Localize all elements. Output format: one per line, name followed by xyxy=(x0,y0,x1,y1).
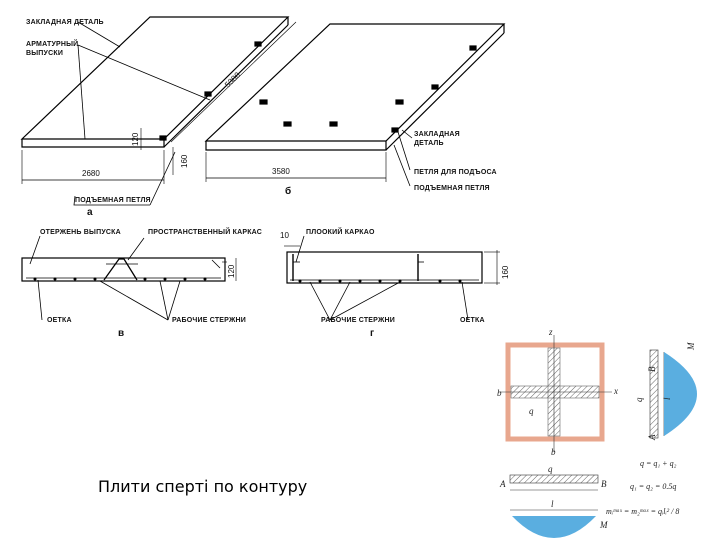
dim-cover-g: 10 xyxy=(280,231,289,240)
dim-thickness-a: 120 xyxy=(131,132,140,146)
axis-x-label: x xyxy=(613,386,618,396)
plate-plan-scheme xyxy=(500,335,612,452)
dim-height-v: 120 xyxy=(227,264,236,278)
figure-letter-a: а xyxy=(87,207,93,218)
label-lifting-loop-a: ПОДЪЕМНАЯ ПЕТЛЯ xyxy=(75,197,151,204)
label-mesh-v: ОЕТКА xyxy=(47,317,72,324)
formula-load-sum: q = q₁ + q₂ xyxy=(640,459,677,468)
figure-a-slab xyxy=(20,16,297,206)
formula-max-moment: mᵢᵐᵃˣ = m₂ᵐᵃˣ = qᵢlᵢ² / 8 xyxy=(606,507,679,516)
side-support-a: A xyxy=(647,434,657,441)
bottom-span-l: l xyxy=(551,499,554,509)
section-g-bars xyxy=(298,279,462,283)
slab-a-front-edge xyxy=(21,139,165,148)
section-g-outline xyxy=(286,251,483,284)
label-work-bars-v: РАБОЧИЕ СТЕРЖНИ xyxy=(172,317,246,324)
label-work-bars-g: РАБОЧИЕ СТЕРЖНИ xyxy=(321,317,395,324)
embedded-part-mark xyxy=(204,91,212,97)
figure-v-section xyxy=(21,235,237,321)
bottom-load-q1: q xyxy=(548,464,553,474)
label-embedded-part-b-1: ЗАКЛАДНАЯ xyxy=(414,131,460,138)
label-outlet-bar: ОТЕРЖЕНЬ ВЫПУСКА xyxy=(40,229,121,236)
lifting-loop-mark xyxy=(259,99,268,105)
label-spatial-cage: ПРОСТРАНСТВЕННЫЙ КАРКАС xyxy=(148,227,262,236)
label-flat-cage: ПЛООКИЙ КАРКАО xyxy=(306,227,375,236)
lifting-loop-mark xyxy=(329,121,338,127)
embedded-part-mark xyxy=(431,84,439,90)
figure-g-section xyxy=(284,235,500,321)
label-lifting-loop-b: ПОДЪЕМНАЯ ПЕТЛЯ xyxy=(414,185,490,192)
slab-b-top-face xyxy=(204,23,506,142)
lifting-loop-mark xyxy=(395,99,404,105)
section-v-bars xyxy=(33,277,207,281)
label-rebar-outlets-2: ВЫПУСКИ xyxy=(26,50,63,57)
load-q-label: q xyxy=(529,406,534,416)
strip-width-b-left: b xyxy=(497,388,502,398)
embedded-part-mark xyxy=(254,41,262,47)
side-beam-scheme xyxy=(649,349,697,439)
label-embedded-part: ЗАКЛАДНАЯ ДЕТАЛЬ xyxy=(26,19,104,26)
dim-height-g: 160 xyxy=(501,265,510,279)
slab-b-front-edge xyxy=(205,141,387,151)
side-span-l: l xyxy=(662,397,672,400)
moment-label-m2: M xyxy=(686,342,696,351)
figure-letter-g: г xyxy=(370,328,374,339)
support-a-label: A xyxy=(499,479,506,489)
spatial-cage xyxy=(103,258,138,281)
moment-diagram-bottom xyxy=(512,516,596,538)
embedded-part-mark xyxy=(391,127,399,133)
slab-a-side-edge xyxy=(163,24,289,148)
strip-width-b-bottom: b xyxy=(551,447,556,457)
label-hoist-loop: ПЕТЛЯ ДЛЯ ПОДЪОСА xyxy=(414,169,497,176)
dim-slab-width-b: 3580 xyxy=(272,167,290,176)
moment-label-m1: M xyxy=(599,520,608,530)
bottom-beam-scheme xyxy=(509,474,599,538)
label-mesh-g: ОЕТКА xyxy=(460,317,485,324)
slab-b-side-edge xyxy=(385,32,505,151)
moment-diagram-side xyxy=(664,352,697,436)
slab-a-top-face xyxy=(20,16,290,140)
figure-b-slab xyxy=(204,23,506,187)
lifting-loop-mark xyxy=(283,121,292,127)
embedded-part-mark xyxy=(469,45,477,51)
label-rebar-outlets-1: АРМАТУРНЫЙ xyxy=(26,39,78,48)
slide-caption: Плити сперті по контуру xyxy=(98,477,308,496)
side-support-b: B xyxy=(647,366,657,372)
dim-slab-width-a: 2680 xyxy=(82,169,100,178)
formula-load-split: q₁ = q₂ = 0.5q xyxy=(630,482,676,491)
section-v-outline xyxy=(21,257,226,282)
embedded-part-mark xyxy=(159,135,167,141)
figure-letter-b: б xyxy=(285,185,291,197)
axis-z-label: z xyxy=(548,327,553,337)
side-load-q2: q xyxy=(634,397,644,402)
dim-height-a: 160 xyxy=(180,154,189,168)
figure-letter-v: в xyxy=(118,328,124,339)
support-b-label: B xyxy=(601,479,607,489)
label-embedded-part-b-2: ДЕТАЛЬ xyxy=(414,140,444,147)
